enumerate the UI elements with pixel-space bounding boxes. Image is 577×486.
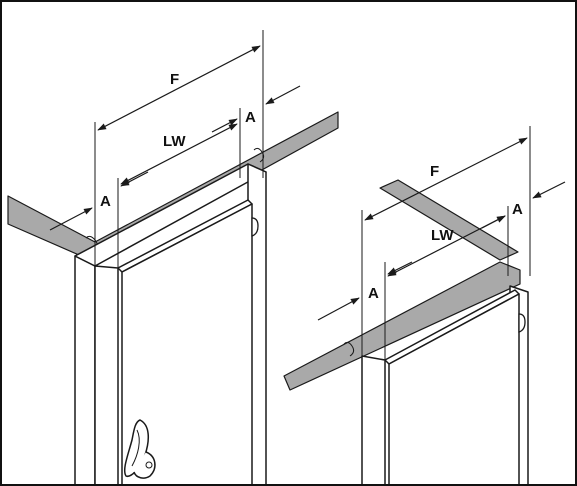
left-door-panel	[117, 199, 253, 486]
right-band-break-mark	[343, 341, 355, 357]
right-hinge-icon	[518, 313, 526, 333]
right-extension-lines	[361, 126, 531, 486]
right-door-panel	[384, 289, 520, 486]
right-A-top-arrow-out	[532, 181, 566, 199]
left-F-dimension-line	[97, 45, 261, 131]
right-A-bottom-arrow-out	[387, 261, 413, 275]
right-A-top-label: A	[512, 201, 523, 218]
left-A-top-arrow-out	[265, 85, 301, 105]
left-LW-label: LW	[163, 133, 186, 150]
left-F-label: F	[170, 71, 179, 88]
left-assembly: F LW A A	[7, 30, 339, 486]
right-worktop-band	[283, 261, 521, 391]
right-A-top-arrow-in	[481, 215, 506, 229]
right-A-bottom-label: A	[368, 285, 379, 302]
right-F-dimension-line	[364, 137, 528, 221]
left-A-bottom-label: A	[100, 193, 111, 210]
door-handle-icon	[123, 419, 156, 479]
left-A-bottom-arrow-out	[120, 171, 149, 187]
left-A-top-arrow-in	[211, 118, 238, 133]
left-A-top-label: A	[245, 109, 256, 126]
right-LW-label: LW	[431, 227, 454, 244]
left-hinge-icon	[251, 217, 259, 237]
right-F-label: F	[430, 163, 439, 180]
right-assembly: F LW A A	[283, 126, 566, 486]
right-A-bottom-arrow-in	[317, 297, 360, 321]
left-LW-dimension-line	[120, 123, 238, 185]
left-A-bottom-arrow-in	[49, 207, 93, 231]
